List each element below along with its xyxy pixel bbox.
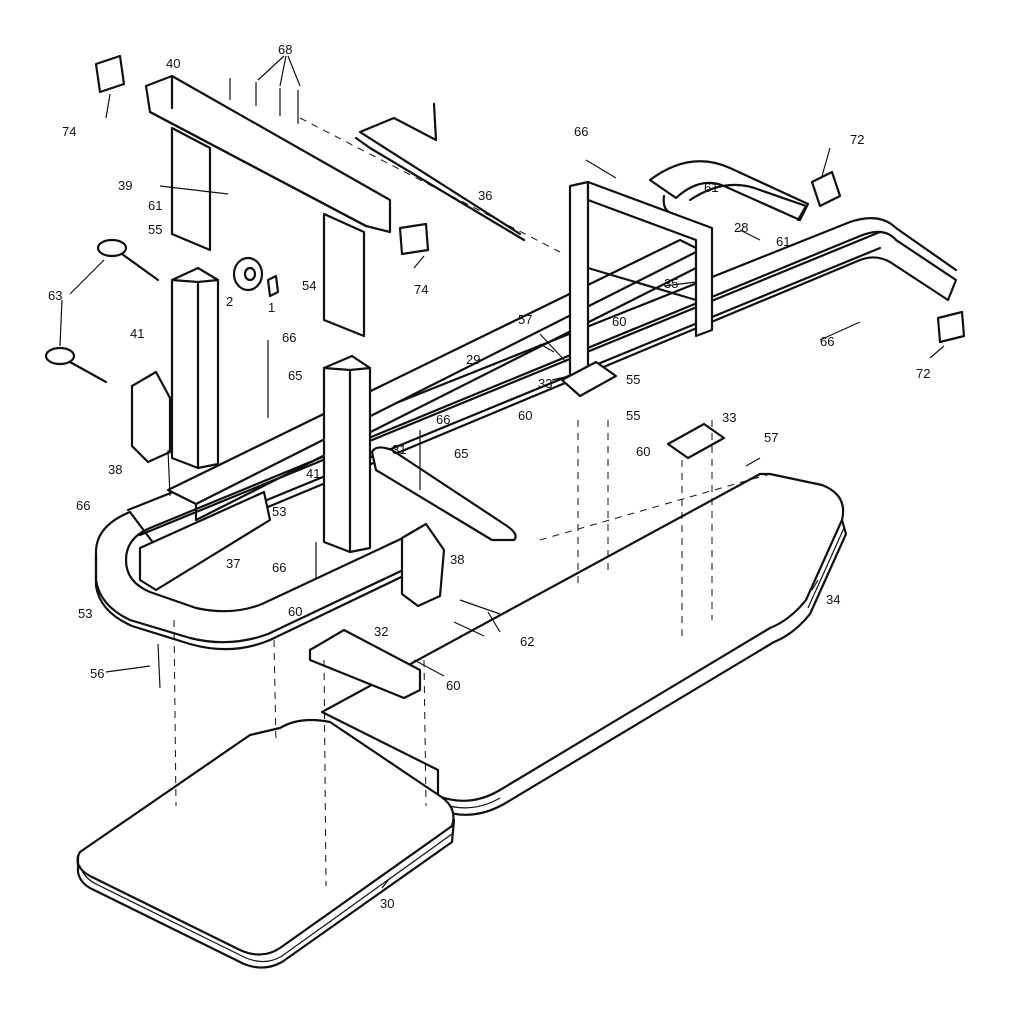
callout-65: 65 [454,446,468,461]
callout-66: 66 [282,330,296,345]
bracket-33-a [560,360,618,398]
bracket-38-left [130,370,172,464]
callout-35: 35 [664,276,678,291]
base-frame-tube [94,217,958,651]
bracket-38-right [400,522,446,608]
callout-55: 55 [626,408,640,423]
pin-1 [266,274,280,298]
callout-72: 72 [850,132,864,147]
callout-55: 55 [148,222,162,237]
bolts [157,78,761,689]
upright-post-41 [170,266,220,470]
callout-55: 55 [626,372,640,387]
callout-74: 74 [414,282,428,297]
callout-2: 2 [226,294,233,309]
back-support-35 [568,180,714,378]
callout-34: 34 [826,592,840,607]
callout-66: 66 [574,124,588,139]
callout-66: 66 [76,498,90,513]
foot-pad-34 [320,472,848,816]
callout-41: 41 [130,326,144,341]
cap-74-center [398,222,430,256]
callout-61: 61 [148,198,162,213]
callout-40: 40 [166,56,180,71]
pulley-2 [232,256,264,292]
callout-72: 72 [916,366,930,381]
callout-53: 53 [78,606,92,621]
callout-28: 28 [734,220,748,235]
pull-pin-63-bottom [44,346,108,384]
leader-lines [59,55,945,889]
cap-72-top-right [810,170,842,208]
callout-68: 68 [278,42,292,57]
callout-66: 66 [820,334,834,349]
callout-57: 57 [518,312,532,327]
bracket-37 [138,490,272,592]
callout-60: 60 [288,604,302,619]
callout-33: 33 [722,410,736,425]
seat-pad-30 [76,718,456,969]
callout-60: 60 [518,408,532,423]
callout-33: 33 [538,376,552,391]
rod-36 [354,102,526,242]
callout-30: 30 [380,896,394,911]
callout-41: 41 [306,466,320,481]
assembly-lines [173,117,771,887]
cap-72-right [936,310,966,344]
callout-60: 60 [446,678,460,693]
callout-31: 31 [392,442,406,457]
callout-62: 62 [520,634,534,649]
callout-65: 65 [288,368,302,383]
callout-39: 39 [118,178,132,193]
bracket-33-b [666,422,726,460]
callout-36: 36 [478,188,492,203]
callout-32: 32 [374,624,388,639]
top-bar-40 [144,74,392,338]
callout-60: 60 [612,314,626,329]
callout-53: 53 [272,504,286,519]
callout-63: 63 [48,288,62,303]
callout-66: 66 [436,412,450,427]
callout-38: 38 [108,462,122,477]
callout-57: 57 [764,430,778,445]
upright-post-41b [322,354,372,554]
callout-61: 61 [776,234,790,249]
callout-56: 56 [90,666,104,681]
callout-60: 60 [636,444,650,459]
callout-61: 61 [704,180,718,195]
pull-pin-63-top [96,238,160,282]
callout-37: 37 [226,556,240,571]
cap-74-top-left [94,54,126,94]
callout-66: 66 [272,560,286,575]
callout-38: 38 [450,552,464,567]
callout-54: 54 [302,278,316,293]
strap-31 [370,446,517,542]
callout-29: 29 [466,352,480,367]
callout-1: 1 [268,300,275,315]
hinge-32 [308,628,422,700]
callout-74: 74 [62,124,76,139]
callout-labels: 68 40 74 74 39 61 55 2 1 54 36 66 72 61 … [48,42,930,911]
